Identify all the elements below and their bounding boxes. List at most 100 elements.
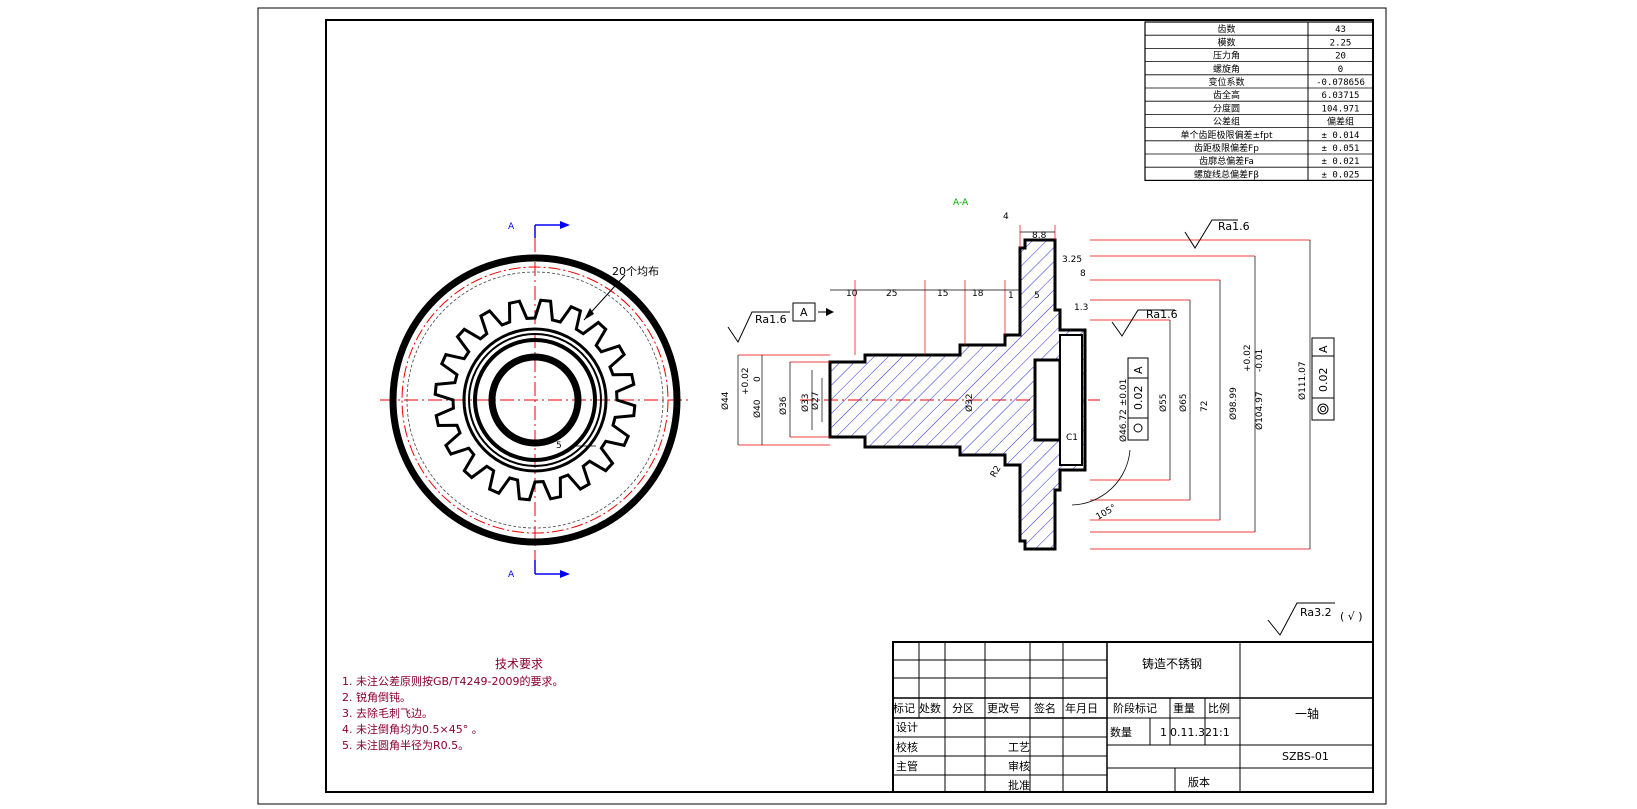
param-label: 齿廓总偏差Fa: [1199, 155, 1254, 167]
stage-label: 阶段标记: [1113, 701, 1157, 715]
dim-3-25: 3.25: [1062, 255, 1082, 265]
version-label: 版本: [1188, 775, 1210, 789]
dim-d98-99: Ø98.99: [1228, 387, 1239, 420]
dim-c1: C1: [1066, 433, 1078, 443]
param-label: 螺旋角: [1213, 63, 1240, 75]
tol-frame-2: 0.02 A: [1311, 337, 1335, 421]
section-body: [828, 238, 1087, 551]
scale-label: 比例: [1208, 701, 1230, 715]
roughness-mid: Ra1.6: [1146, 308, 1178, 321]
material: 铸造不锈钢: [1142, 656, 1202, 671]
roughness-general-suffix: ( √ ): [1340, 610, 1363, 623]
pattern-note: 20个均布: [612, 265, 659, 278]
svg-text:0.02: 0.02: [1132, 386, 1145, 411]
dim-d46-72: Ø46.72 ±0.01: [1118, 379, 1129, 442]
note-1: 1. 未注公差原则按GB/T4249-2009的要求。: [342, 674, 563, 688]
param-value: 0: [1338, 65, 1343, 75]
param-label: 螺旋线总偏差Fβ: [1194, 168, 1259, 180]
dim-4: 4: [1003, 212, 1009, 222]
dim-r2: R2: [989, 464, 1004, 479]
dim-d104-97-tol2: -0.01: [1255, 349, 1265, 372]
review-label: 审核: [1008, 759, 1030, 773]
dim-d104-97-tol: +0.02: [1243, 344, 1253, 372]
outer-border: [257, 7, 1387, 805]
svg-text:A: A: [1317, 345, 1330, 353]
hdr-change: 更改号: [987, 701, 1020, 715]
param-value: 6.03715: [1322, 91, 1360, 101]
param-value: 2.25: [1330, 38, 1352, 48]
roughness-top: Ra1.6: [1218, 220, 1250, 233]
datum-a-box: A: [800, 306, 808, 319]
param-value: ± 0.014: [1322, 131, 1360, 141]
tech-notes: 技术要求 1. 未注公差原则按GB/T4249-2009的要求。 2. 锐角倒钝…: [342, 657, 563, 752]
qty-value: 1: [1160, 726, 1167, 739]
cut-mark-top: A: [508, 222, 515, 232]
dim-d40-tol2: 0: [753, 376, 763, 382]
hdr-count: 处数: [919, 702, 941, 715]
param-value: ± 0.051: [1322, 144, 1360, 154]
dim-d104-97: Ø104.97: [1254, 391, 1265, 430]
param-label: 公差组: [1213, 116, 1240, 128]
dim-d55: Ø55: [1158, 393, 1169, 412]
param-label: 齿距极限偏差Fp: [1194, 142, 1259, 154]
dim-15: 15: [937, 289, 948, 299]
dim-25: 25: [886, 289, 897, 299]
tol-frame-1: 0.02 A: [1127, 357, 1149, 441]
title-block: 铸造不锈钢 一轴 SZBS-01 标记 处数 分区 更改号 签名 年月日 阶段标…: [892, 641, 1374, 793]
param-value: 20: [1335, 52, 1346, 62]
dim-d33: Ø33: [800, 393, 811, 412]
dim-8: 8: [1080, 269, 1086, 279]
dim-5: 5: [1034, 291, 1040, 301]
param-label: 变位系数: [1208, 76, 1244, 88]
qty-label: 数量: [1110, 726, 1132, 739]
param-label: 模数: [1217, 36, 1235, 48]
dim-1-3: 1.3: [1074, 303, 1088, 313]
dim-d40: Ø40: [752, 399, 763, 418]
hdr-zone: 分区: [952, 702, 974, 715]
param-value: -0.078656: [1316, 78, 1365, 88]
param-value: 104.971: [1322, 104, 1360, 114]
dim-d111-07: Ø111.07: [1297, 361, 1308, 400]
dim-8-8: 8.8: [1032, 231, 1047, 241]
left-view: 20个均布 5 A A: [380, 221, 690, 580]
note-2: 2. 锐角倒钝。: [342, 690, 411, 704]
note-5: 5. 未注圆角半径为R0.5。: [342, 738, 469, 752]
param-label: 分度圆: [1213, 102, 1240, 114]
svg-text:0.02: 0.02: [1317, 368, 1330, 393]
dim-72: 72: [1200, 401, 1210, 412]
hdr-sign: 签名: [1034, 701, 1056, 715]
param-label: 单个齿距极限偏差±fpt: [1181, 129, 1273, 141]
param-value: 偏差组: [1327, 116, 1354, 128]
param-value: ± 0.025: [1322, 170, 1360, 180]
cut-mark-bottom: A: [508, 570, 515, 580]
hdr-date: 年月日: [1065, 701, 1098, 715]
dim-d40-tol: +0.02: [741, 367, 751, 395]
weight-value: 0.11.32: [1170, 726, 1212, 739]
dim-d44: Ø44: [720, 391, 731, 410]
design-label: 设计: [896, 721, 918, 734]
svg-text:5: 5: [556, 441, 562, 451]
dim-d36: Ø36: [778, 396, 789, 415]
note-4: 4. 未注倒角均为0.5×45° 。: [342, 722, 483, 736]
param-label: 齿数: [1217, 23, 1235, 35]
dim-d32: Ø32: [964, 393, 975, 412]
param-label: 齿全高: [1213, 89, 1240, 101]
supervisor-label: 主管: [896, 759, 918, 773]
hdr-mark: 标记: [893, 701, 915, 715]
weight-label: 重量: [1173, 701, 1195, 715]
dim-d27: Ø27: [810, 391, 821, 410]
dim-10: 10: [846, 289, 858, 299]
inner-border: [325, 19, 1374, 793]
approve-label: 批准: [1008, 778, 1030, 792]
check-label: 校核: [896, 740, 918, 754]
param-value: ± 0.021: [1322, 157, 1360, 167]
note-3: 3. 去除毛刺飞边。: [342, 706, 433, 720]
dim-18: 18: [972, 289, 984, 299]
part-name: 一轴: [1295, 706, 1319, 721]
notes-title: 技术要求: [495, 657, 543, 671]
section-label: A-A: [953, 198, 969, 208]
roughness-general: Ra3.2: [1300, 606, 1332, 619]
dim-d65: Ø65: [1178, 393, 1189, 412]
spline-teeth: [433, 298, 637, 502]
